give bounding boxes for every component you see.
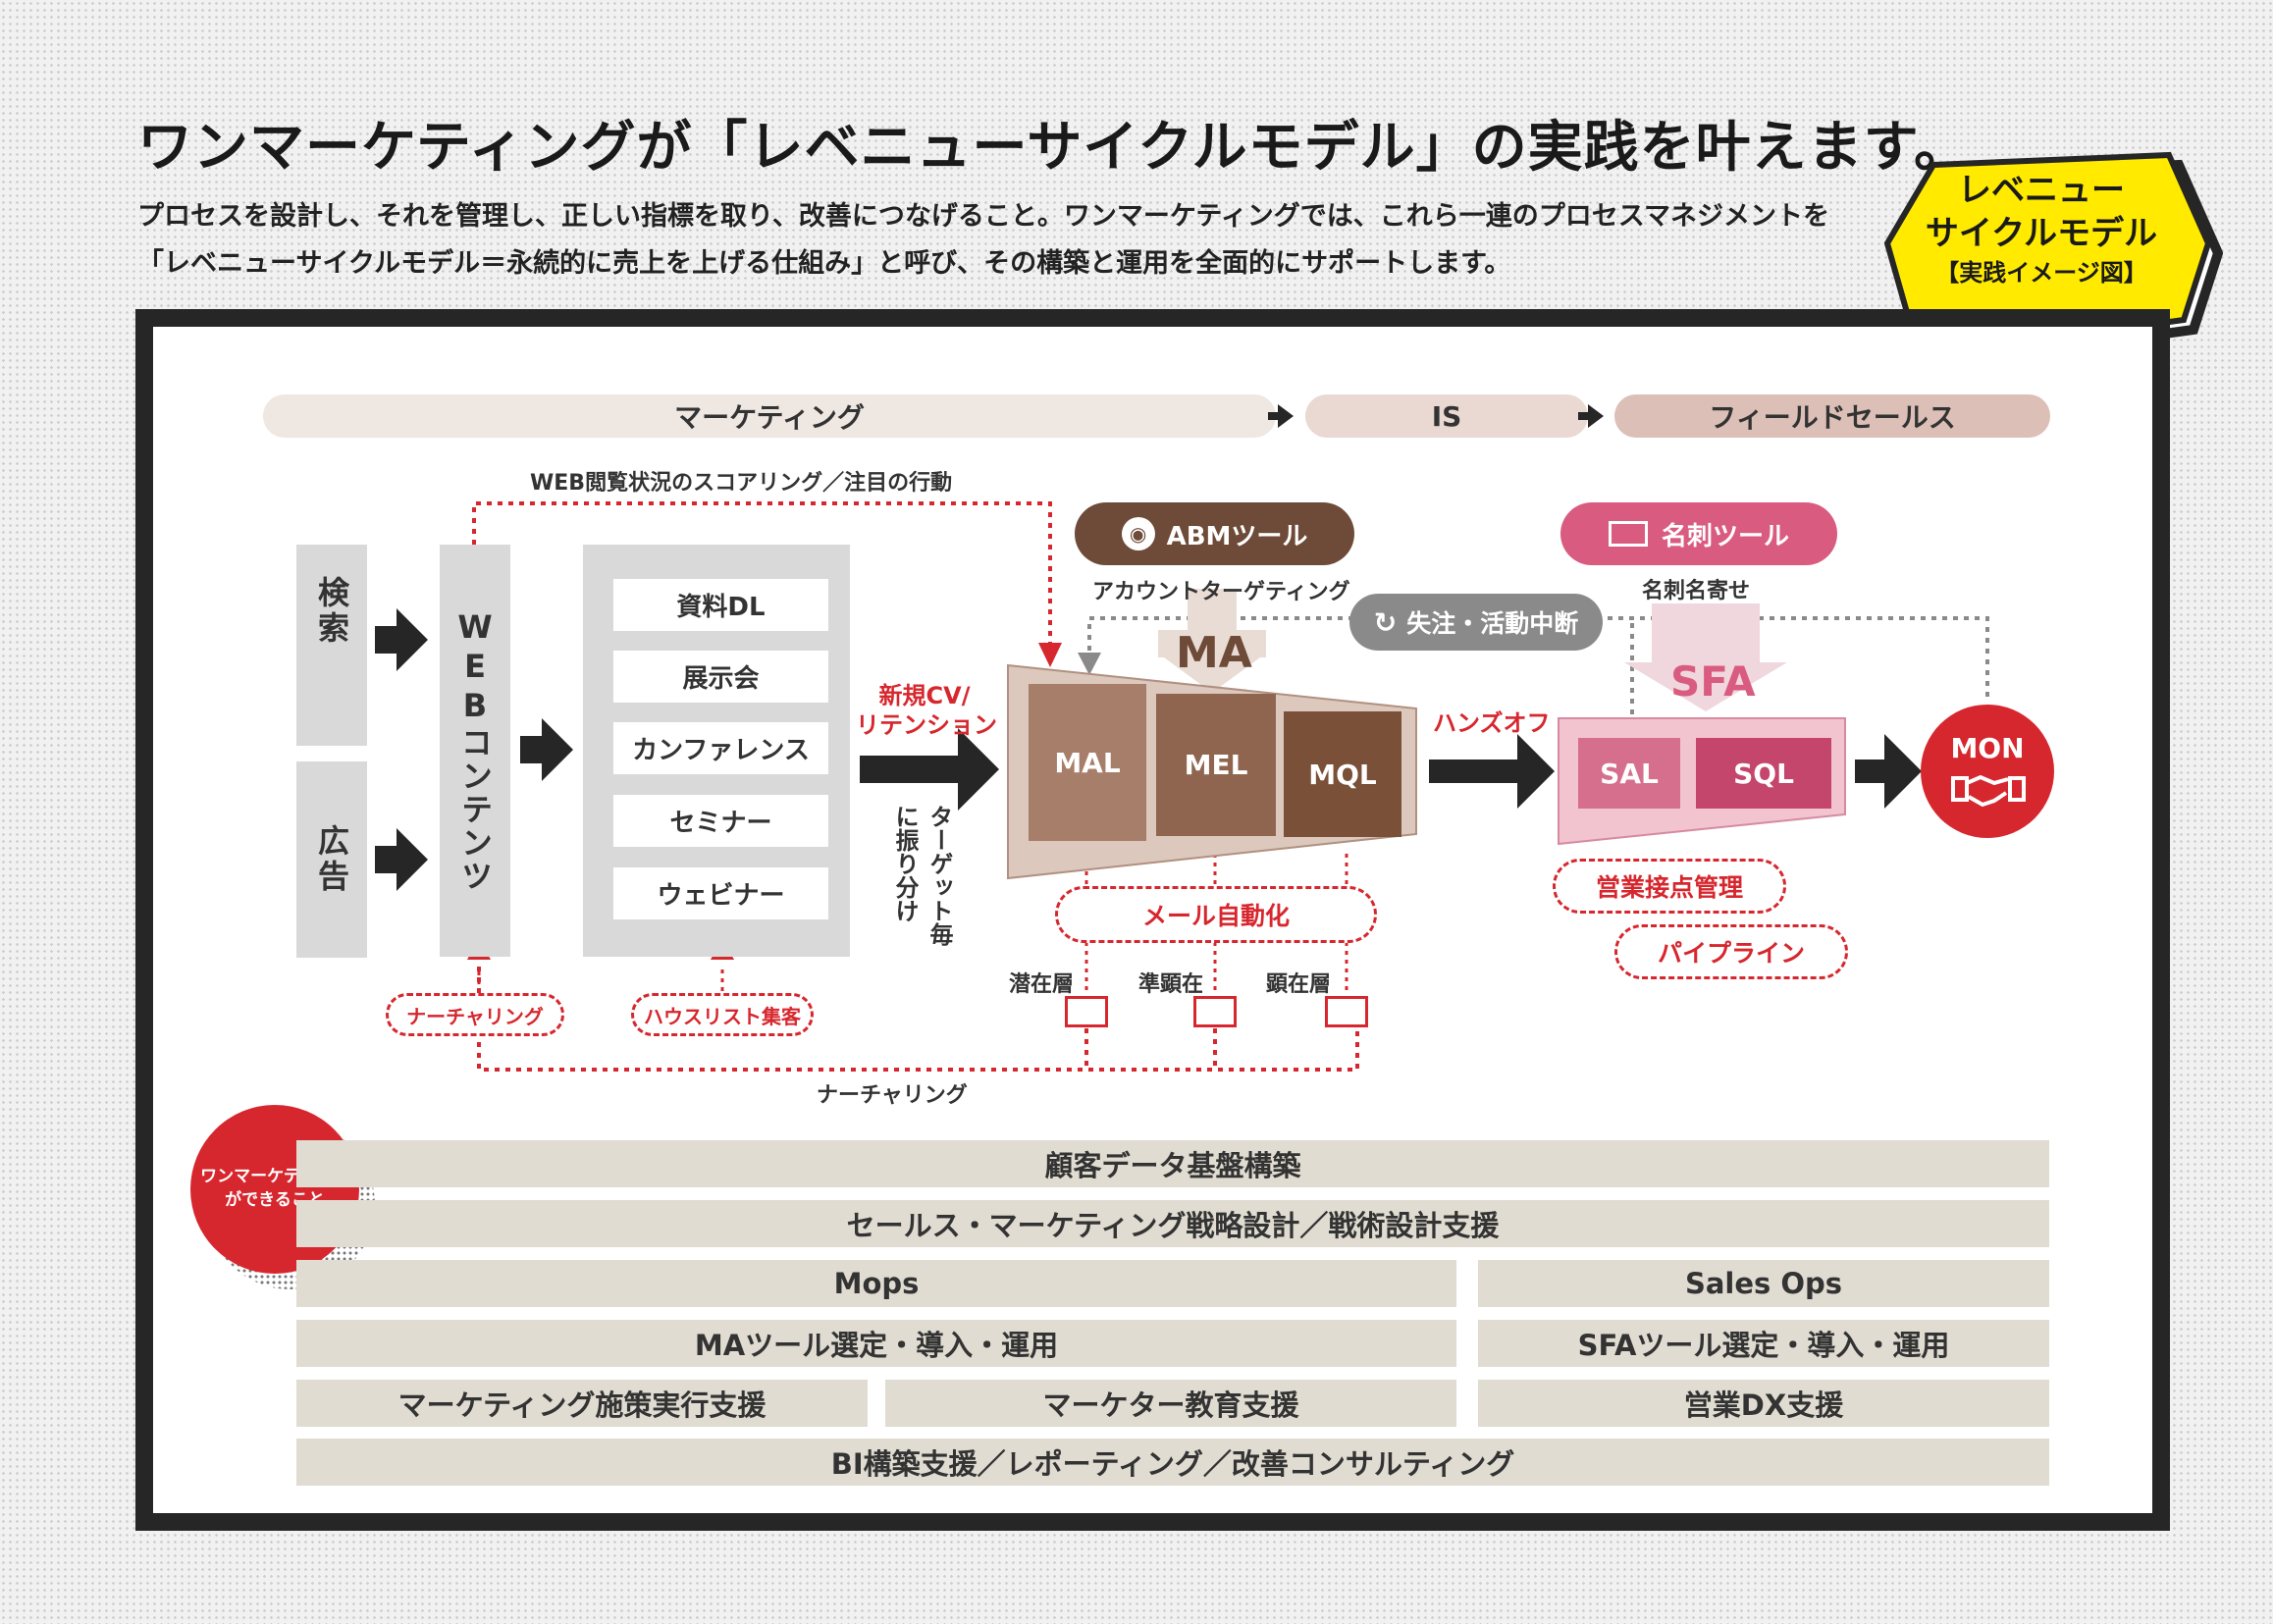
source-ad: 広告 (296, 761, 367, 958)
layer-manifest: 顕在層 (1266, 972, 1332, 997)
nurturing-bottom-label: ナーチャリング (817, 1083, 968, 1108)
layer-semi: 準顕在 (1138, 972, 1204, 997)
arrow-sfa-mon (1855, 734, 1922, 809)
phase-arrow-1 (1268, 404, 1294, 428)
phase-arrow-2 (1578, 404, 1604, 428)
contact-mgmt-pill: 営業接点管理 (1553, 859, 1786, 914)
abm-tool-pill: ◉ ABMツール (1075, 502, 1354, 565)
business-card-icon (1608, 521, 1648, 547)
nurturing-pill: ナーチャリング (386, 993, 564, 1036)
cap-marketing-exec: マーケティング施策実行支援 (296, 1380, 868, 1427)
web-content-box: WEBコンテンツ (440, 545, 510, 957)
scoring-label: WEB閲覧状況のスコアリング／注目の行動 (530, 471, 953, 496)
pipeline-pill: パイプライン (1614, 924, 1848, 979)
arrow-offers-ma (860, 728, 999, 811)
source-search: 検索 (296, 545, 367, 746)
cap-sales-dx: 営業DX支援 (1478, 1380, 2049, 1427)
cap-bi: BI構築支援／レポーティング／改善コンサルティング (296, 1439, 2049, 1486)
sfa-title: SFA (1670, 657, 1756, 706)
stage-sql: SQL (1696, 738, 1831, 809)
abm-down-arrow (1158, 630, 1266, 693)
arrow-handoff (1429, 734, 1555, 809)
lost-loop-arrowhead (1078, 653, 1101, 675)
cap-customer-data: 顧客データ基盤構築 (296, 1140, 2049, 1187)
house-list-pill: ハウスリスト集客 (631, 993, 814, 1036)
stage-mel: MEL (1156, 694, 1276, 836)
lost-loop-line (1087, 616, 1989, 736)
mail-icon (1325, 996, 1368, 1027)
lead-line-2: 「レベニューサイクルモデル＝永続的に売上を上げる仕組み」と呼び、その構築と運用を… (137, 248, 1511, 279)
account-targeting-label: アカウントターゲティング (1092, 580, 1350, 604)
lead-line-1: プロセスを設計し、それを管理し、正しい指標を取り、改善につなげること。ワンマーケ… (137, 201, 1829, 232)
handoff-label: ハンズオフ (1433, 709, 1551, 737)
scoring-arrowhead (1038, 643, 1062, 667)
page-title: ワンマーケティングが「レベニューサイクルモデル」の実践を叶えます。 (137, 116, 1970, 180)
stage-sal: SAL (1578, 738, 1680, 809)
new-cv-label: 新規CV/ リテンション (856, 682, 997, 739)
offer-item: 資料DL (613, 579, 828, 631)
ma-title: MA (1176, 628, 1252, 678)
phase-marketing: マーケティング (263, 394, 1276, 438)
mail-automation-pill: メール自動化 (1055, 886, 1377, 943)
lost-pill: ↻ 失注・活動中断 (1349, 594, 1603, 651)
refresh-icon: ↻ (1373, 605, 1398, 639)
mail-icon (1065, 996, 1108, 1027)
can-do-badge: ワンマーケティング ができること (190, 1105, 359, 1274)
phase-is: IS (1305, 394, 1588, 438)
offer-item: カンファレンス (613, 722, 828, 774)
handshake-icon (1951, 774, 2026, 808)
phase-field-sales: フィールドセールス (1614, 394, 2050, 438)
stage-mql: MQL (1284, 711, 1401, 837)
cap-strategy: セールス・マーケティング戦略設計／戦術設計支援 (296, 1200, 2049, 1247)
layer-latent: 潜在層 (1009, 972, 1075, 997)
mon-label: MON (1950, 732, 2025, 764)
mail-icon (1193, 996, 1237, 1027)
cap-sales-ops: Sales Ops (1478, 1260, 2049, 1307)
arrow-web-offers (520, 718, 573, 781)
cap-marketer-edu: マーケター教育支援 (885, 1380, 1456, 1427)
offer-item: 展示会 (613, 651, 828, 703)
cap-ma-tool: MAツール選定・導入・運用 (296, 1320, 1456, 1367)
nurture-line (477, 967, 1359, 1072)
offer-item: セミナー (613, 795, 828, 847)
card-down-arrow (1624, 603, 1787, 711)
mon-circle (1921, 705, 2054, 838)
targeting-label: ターゲット毎に振り分け (891, 805, 953, 946)
abm-shaft (1188, 589, 1237, 638)
cap-mops: Mops (296, 1260, 1456, 1307)
offer-item: ウェビナー (613, 867, 828, 919)
arrow-search-web (375, 608, 428, 671)
arrow-ad-web (375, 828, 428, 891)
cap-sfa-tool: SFAツール選定・導入・運用 (1478, 1320, 2049, 1367)
card-tool-pill: 名刺ツール (1560, 502, 1837, 565)
person-search-icon: ◉ (1121, 517, 1155, 550)
card-collect-label: 名刺名寄せ (1642, 579, 1751, 603)
badge-text: レベニュー サイクルモデル 【実践イメージ図】 (1925, 171, 2158, 287)
stage-mal: MAL (1029, 684, 1146, 841)
